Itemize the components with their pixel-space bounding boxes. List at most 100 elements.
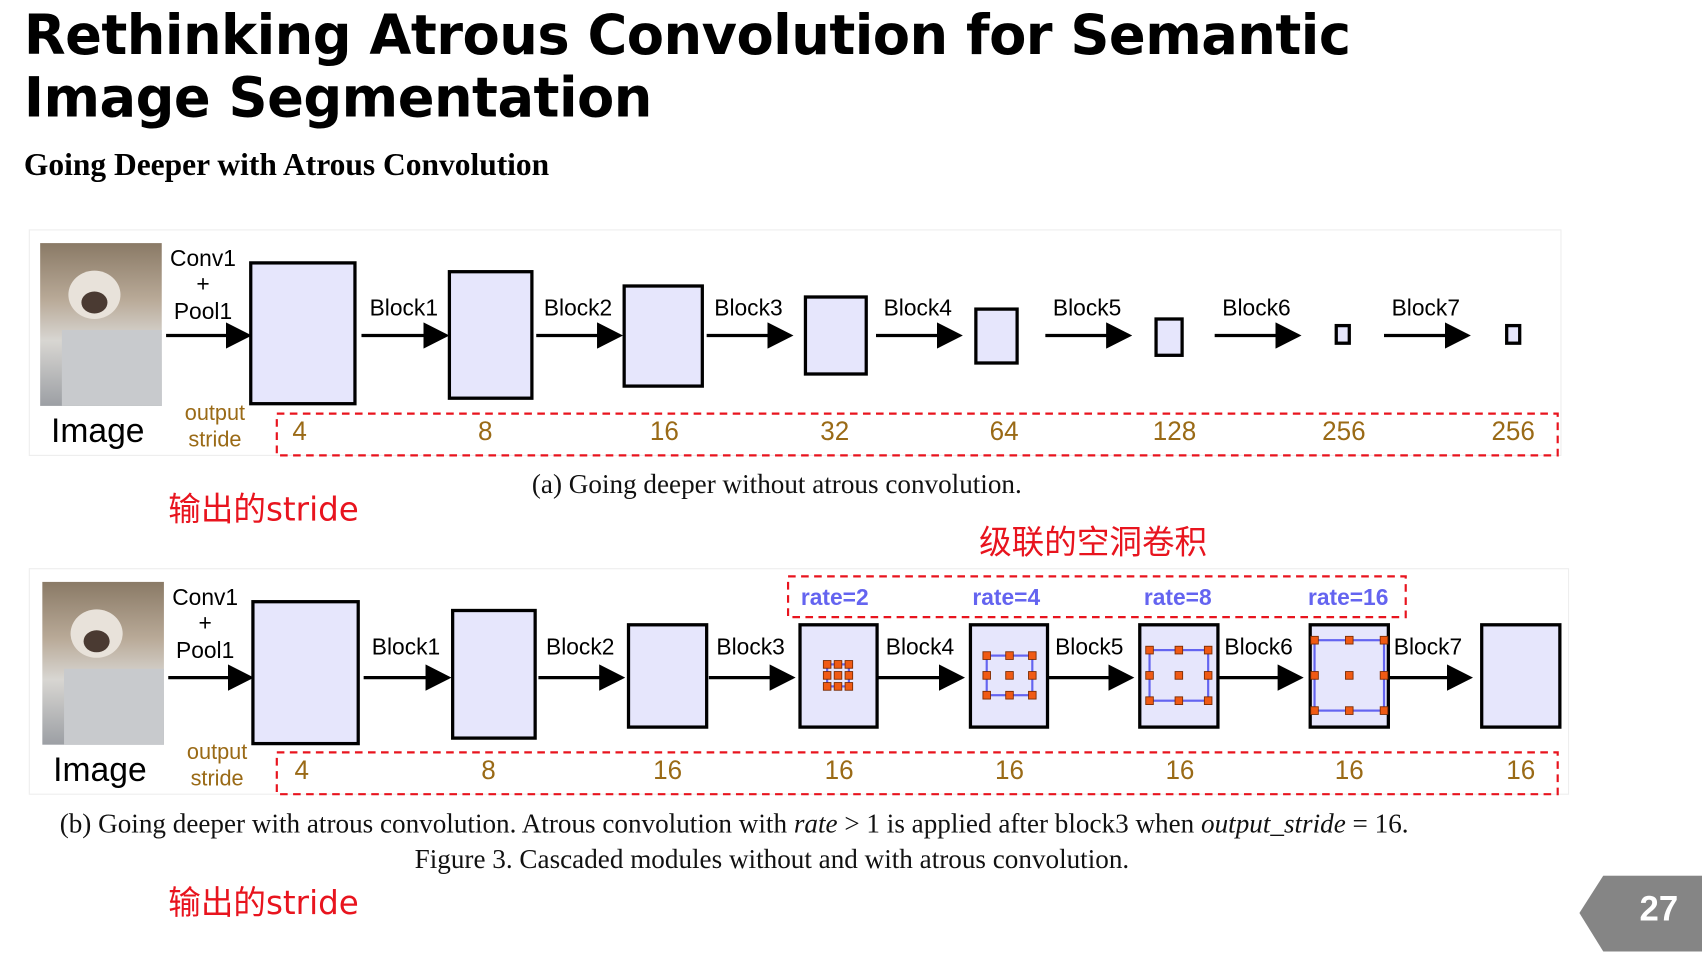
feature-map-box bbox=[447, 270, 534, 400]
atrous-kernel-tap bbox=[982, 671, 991, 680]
page-number-badge: 27 bbox=[1579, 875, 1702, 952]
caption-b-part: = 16. bbox=[1345, 809, 1409, 840]
block-label: Block4 bbox=[884, 295, 953, 321]
feature-map-box bbox=[251, 600, 360, 746]
caption-b-part: (b) Going deeper with atrous convolution… bbox=[59, 809, 794, 840]
stride-value: 16 bbox=[650, 416, 679, 446]
output-stride-label: output bbox=[187, 739, 247, 764]
rate-label: rate=2 bbox=[801, 584, 869, 610]
feature-map-box bbox=[622, 284, 704, 388]
block-label: Block2 bbox=[546, 633, 614, 659]
stride-value: 256 bbox=[1491, 416, 1534, 446]
atrous-kernel-tap bbox=[1145, 671, 1154, 680]
stride-value: 16 bbox=[1165, 755, 1194, 785]
atrous-kernel-tap bbox=[1145, 696, 1154, 705]
feature-map-box bbox=[798, 623, 879, 729]
atrous-kernel-tap bbox=[1379, 671, 1389, 680]
atrous-kernel-tap bbox=[1028, 671, 1037, 680]
slide-title-text: Rethinking Atrous Convolution for Semant… bbox=[23, 3, 1351, 130]
output-stride-label: output bbox=[185, 400, 245, 425]
stride-value: 64 bbox=[990, 416, 1019, 446]
cat-face-mask bbox=[81, 291, 108, 314]
block-label: Block1 bbox=[372, 633, 440, 659]
block-label: Block5 bbox=[1053, 295, 1121, 321]
feature-map-box bbox=[1505, 323, 1522, 345]
block-label: Block5 bbox=[1055, 633, 1123, 659]
stride-dashed-box bbox=[275, 412, 1559, 457]
atrous-kernel-tap bbox=[1379, 706, 1389, 715]
atrous-kernel-tap bbox=[1203, 696, 1213, 705]
cat-box bbox=[61, 330, 162, 406]
stem-label: Pool1 bbox=[176, 637, 234, 663]
caption-b-math: rate bbox=[793, 809, 838, 840]
block-label: Block7 bbox=[1394, 633, 1462, 659]
atrous-kernel-tap bbox=[1005, 690, 1014, 700]
image-label: Image bbox=[53, 751, 146, 789]
rate-dashed-box bbox=[786, 575, 1407, 619]
atrous-kernel-tap bbox=[844, 682, 854, 691]
feature-map-box bbox=[1154, 317, 1184, 357]
block-label: Block6 bbox=[1222, 295, 1290, 321]
badge-shape bbox=[1579, 875, 1702, 952]
cascade-note: 级联的空洞卷积 bbox=[979, 523, 1208, 563]
stride-value: 16 bbox=[825, 755, 854, 785]
caption-a: (a) Going deeper without atrous convolut… bbox=[531, 469, 1022, 500]
stem-label: Pool1 bbox=[174, 298, 232, 324]
stride-value: 8 bbox=[481, 755, 495, 785]
atrous-kernel-tap bbox=[1145, 645, 1154, 655]
stride-value: 32 bbox=[820, 416, 849, 446]
stride-value: 16 bbox=[653, 755, 682, 785]
block-label: Block1 bbox=[370, 295, 438, 321]
atrous-kernel-tap bbox=[844, 660, 854, 669]
atrous-kernel-tap bbox=[1174, 696, 1184, 705]
block-label: Block7 bbox=[1392, 295, 1460, 321]
rate-label: rate=4 bbox=[972, 584, 1040, 610]
atrous-kernel-tap bbox=[1028, 690, 1037, 700]
image-label: Image bbox=[51, 412, 144, 450]
stride-value: 4 bbox=[295, 755, 309, 785]
caption-b-math: output_stride bbox=[1201, 809, 1346, 840]
slide-title: Rethinking Atrous Convolution for Semant… bbox=[24, 4, 1435, 129]
atrous-kernel-tap bbox=[1174, 645, 1184, 655]
atrous-kernel-tap bbox=[1345, 671, 1354, 680]
atrous-kernel-tap bbox=[822, 671, 832, 680]
feature-map-box bbox=[451, 608, 537, 740]
slide-subtitle: Going Deeper with Atrous Convolution bbox=[23, 147, 550, 183]
stride-note-b: 输出的stride bbox=[168, 884, 359, 923]
atrous-kernel-tap bbox=[982, 690, 991, 700]
stride-dashed-box bbox=[275, 751, 1559, 796]
atrous-kernel-tap bbox=[833, 660, 843, 669]
cat-box bbox=[64, 668, 164, 745]
atrous-kernel-tap bbox=[1005, 671, 1014, 680]
atrous-kernel-tap bbox=[833, 671, 843, 680]
feature-map-box bbox=[1480, 623, 1562, 729]
atrous-kernel-tap bbox=[1028, 651, 1037, 660]
stride-value: 16 bbox=[1506, 755, 1535, 785]
block-label: Block6 bbox=[1224, 633, 1292, 659]
caption-b-part: > 1 is applied after block3 when bbox=[837, 809, 1202, 840]
page-number: 27 bbox=[1639, 888, 1679, 929]
atrous-kernel-tap bbox=[1345, 635, 1354, 645]
stride-value: 8 bbox=[478, 416, 492, 446]
rate-label: rate=16 bbox=[1308, 584, 1388, 610]
atrous-kernel-tap bbox=[982, 651, 991, 660]
feature-map-box bbox=[974, 307, 1019, 365]
feature-map-box bbox=[249, 261, 357, 406]
block-label: Block3 bbox=[716, 633, 784, 659]
figure-caption: Figure 3. Cascaded modules without and w… bbox=[414, 844, 1130, 875]
caption-b: (b) Going deeper with atrous convolution… bbox=[60, 810, 1409, 841]
output-stride-label: stride bbox=[188, 426, 241, 451]
stride-value: 16 bbox=[1335, 755, 1364, 785]
atrous-kernel-tap bbox=[1203, 645, 1213, 655]
atrous-kernel-tap bbox=[1203, 671, 1213, 680]
stem-label: + bbox=[199, 609, 212, 635]
atrous-kernel-tap bbox=[1310, 671, 1319, 680]
stride-value: 16 bbox=[995, 755, 1024, 785]
block-label: Block4 bbox=[886, 633, 955, 659]
stride-note-a: 输出的stride bbox=[168, 490, 359, 530]
feature-map-box bbox=[626, 623, 709, 729]
atrous-kernel-tap bbox=[833, 682, 843, 691]
atrous-kernel-tap bbox=[1379, 635, 1389, 645]
rate-label: rate=8 bbox=[1144, 584, 1212, 610]
